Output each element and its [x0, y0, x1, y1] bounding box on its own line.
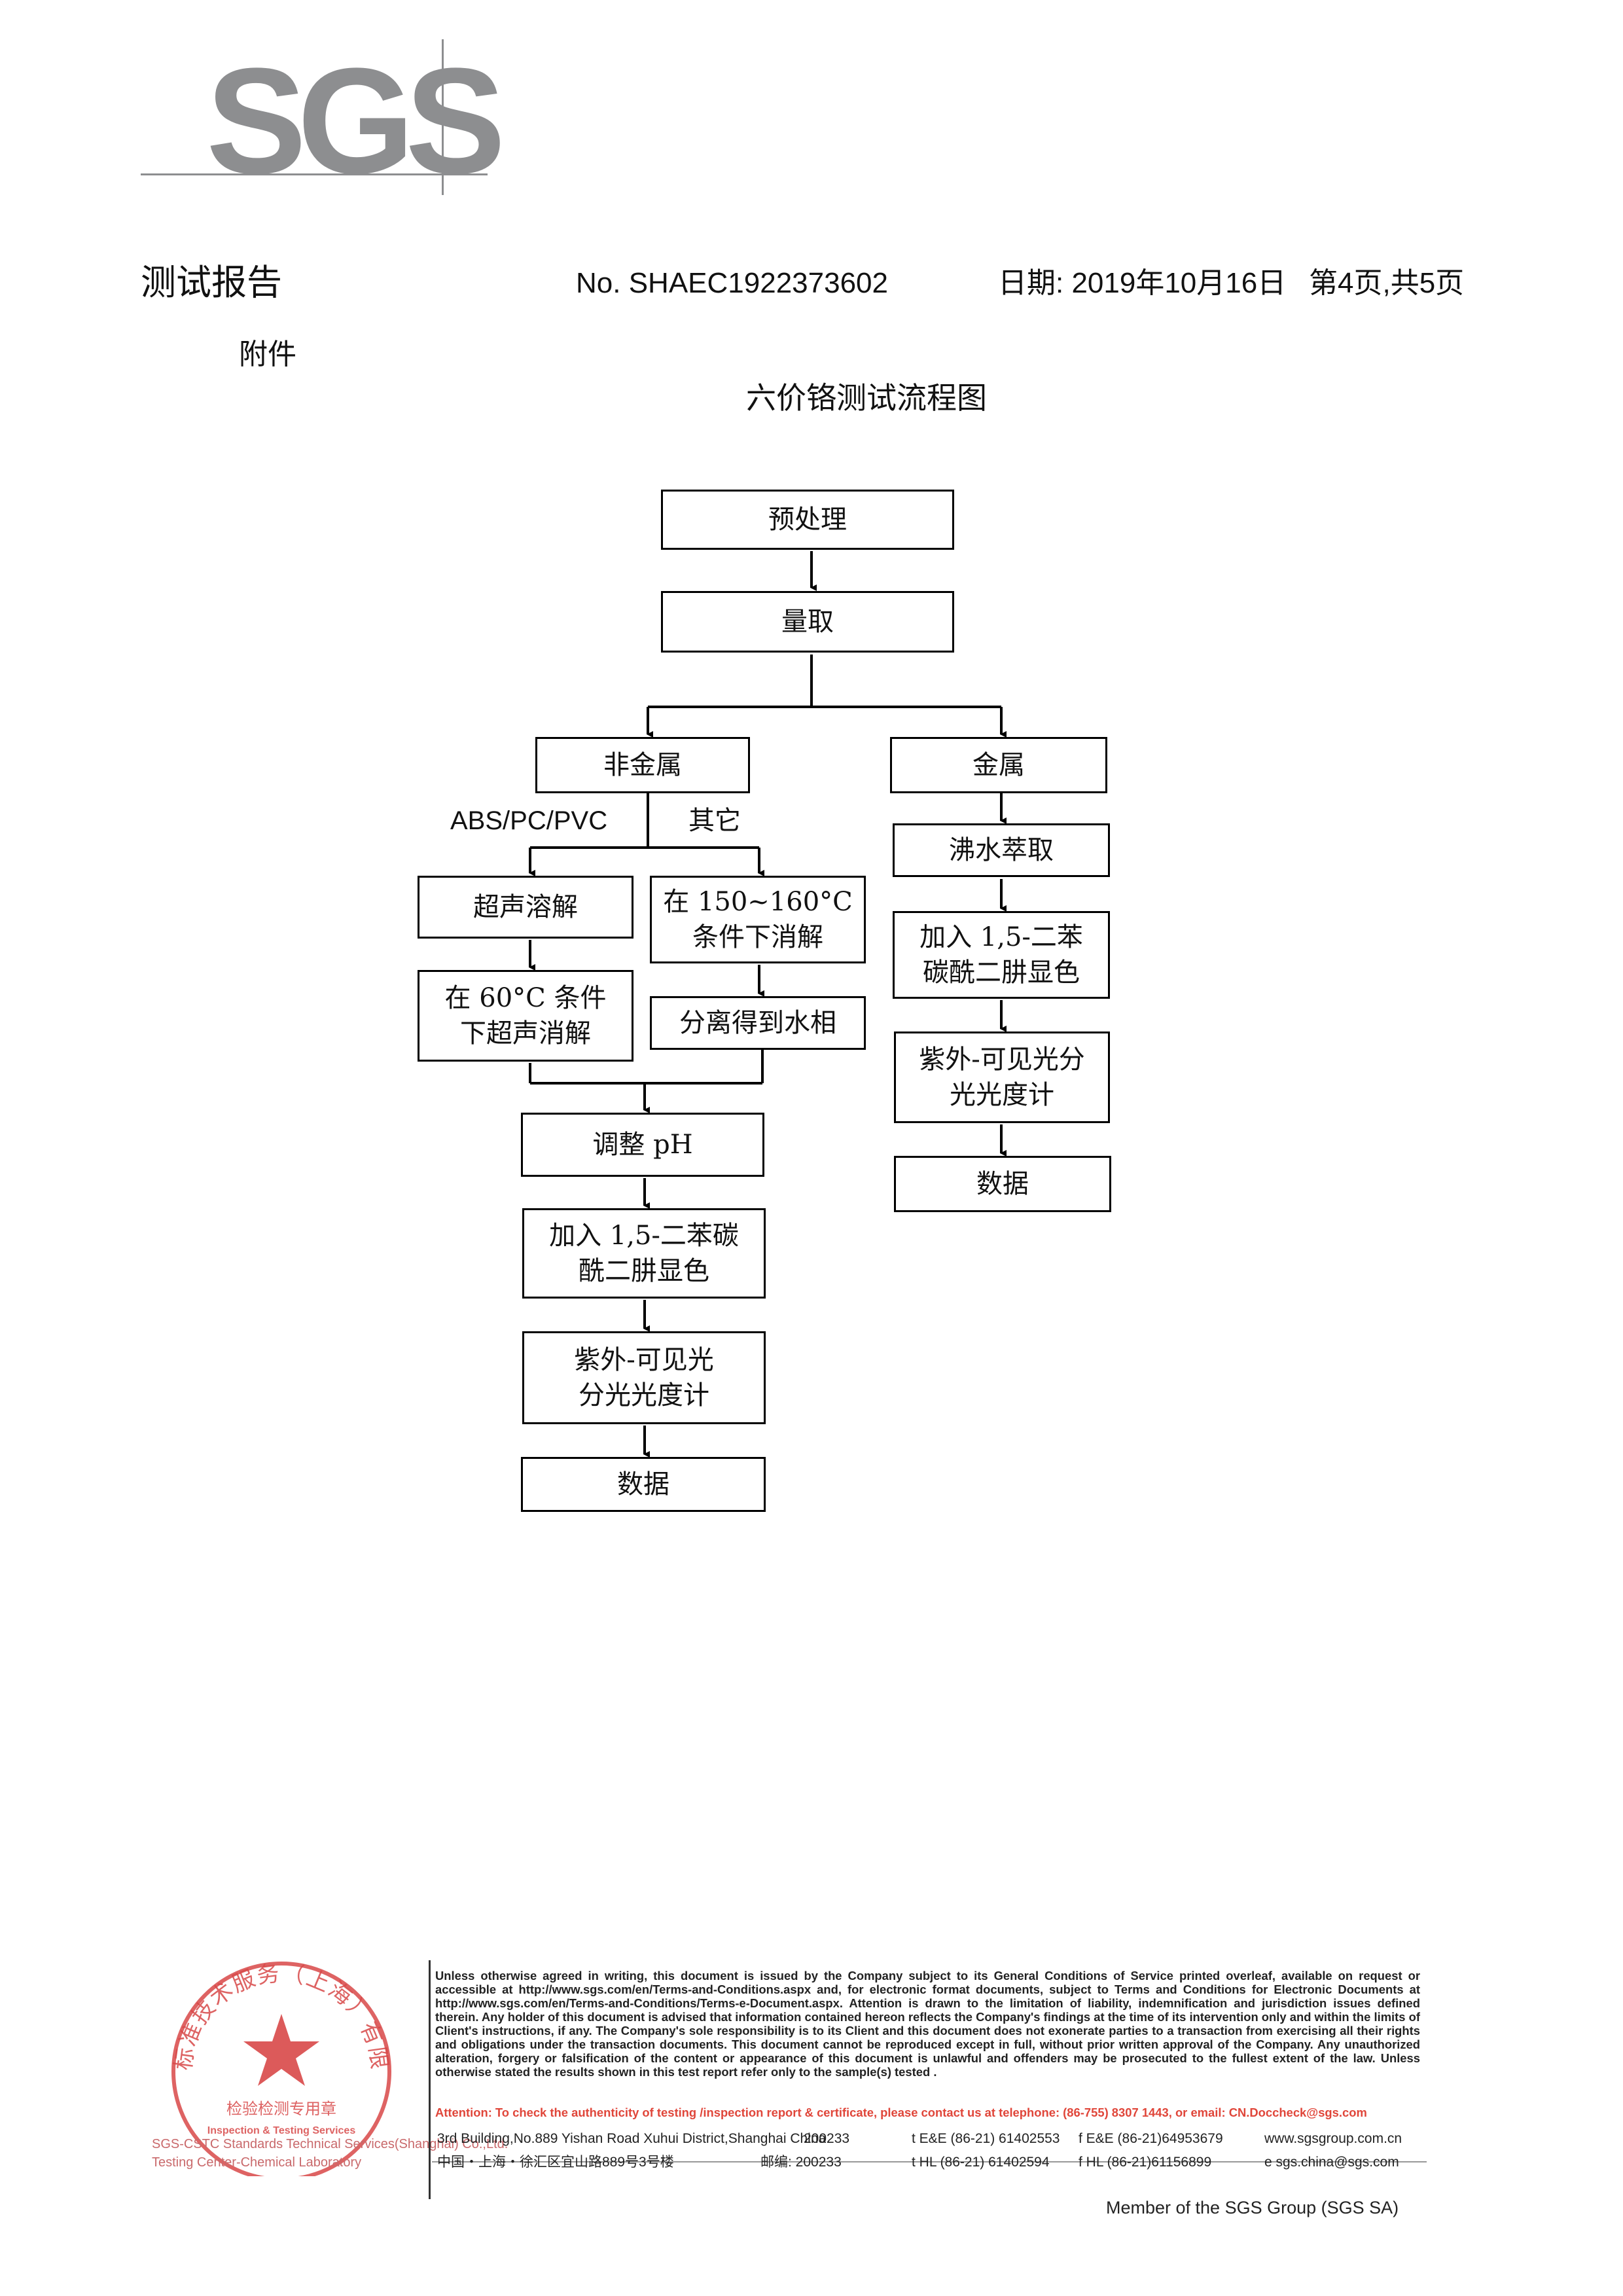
box-uv-left-line2: 分光光度计 [579, 1380, 709, 1410]
box-uv-right-line2: 光光度计 [950, 1080, 1054, 1110]
box-measure-label: 量取 [781, 607, 834, 637]
address-cn: 中国・上海・徐汇区宜山路889号3号楼 [437, 2155, 674, 2170]
box-separate-label: 分离得到水相 [679, 1008, 836, 1038]
box-add-dpc-right-line2: 碳酰二肼显色 [923, 958, 1080, 988]
box-digest-60: 在 60°C 条件 下超声消解 [418, 970, 633, 1062]
seal-center-cn: 检验检测专用章 [226, 2100, 336, 2118]
email: e sgs.china@sgs.com [1264, 2155, 1399, 2170]
box-data-right-label: 数据 [976, 1169, 1029, 1199]
box-nonmetal-label: 非金属 [603, 750, 682, 780]
attention-notice: Attention: To check the authenticity of … [435, 2106, 1367, 2119]
box-data-left-label: 数据 [617, 1469, 669, 1499]
fax-cn: f HL (86-21)61156899 [1079, 2155, 1212, 2170]
seal-star-icon [243, 2014, 319, 2086]
website: www.sgsgroup.com.cn [1264, 2131, 1402, 2146]
box-add-dpc-right-line1: 加入 1,5-二苯 [919, 922, 1083, 952]
box-ultrasonic: 超声溶解 [418, 876, 633, 939]
seal-company-lines: SGS-CSTC Standards Technical Services(Sh… [152, 2135, 508, 2172]
box-uv-right: 紫外-可见光分 光光度计 [894, 1031, 1110, 1123]
box-add-dpc-left: 加入 1,5-二苯碳 酰二肼显色 [522, 1208, 766, 1299]
seal-company-line2: Testing Center-Chemical Laboratory [152, 2155, 362, 2170]
attachment-label: 附件 [239, 338, 296, 371]
box-adjust-ph-label: 调整 pH [592, 1130, 693, 1160]
box-add-dpc-left-line1: 加入 1,5-二苯碳 [549, 1221, 739, 1251]
zip-en: 200233 [804, 2131, 850, 2146]
sgs-logo-text: SGS [206, 37, 506, 205]
tel-en: t E&E (86-21) 61402553 [912, 2131, 1060, 2146]
sgs-logo: SGS [141, 39, 506, 196]
box-pretreat: 预处理 [661, 490, 954, 550]
box-digest-150: 在 150~160°C 条件下消解 [650, 876, 866, 963]
report-title: 测试报告 [141, 262, 282, 303]
box-boil-label: 沸水萃取 [949, 835, 1054, 865]
fax-en: f E&E (86-21)64953679 [1079, 2131, 1223, 2146]
page-indicator: 第4页,共5页 [1309, 267, 1465, 299]
box-uv-left-line1: 紫外-可见光 [574, 1345, 714, 1375]
address-en: 3rd Building,No.889 Yishan Road Xuhui Di… [437, 2131, 827, 2146]
zip-cn: 邮编: 200233 [760, 2155, 842, 2170]
box-data-left: 数据 [521, 1457, 766, 1512]
box-digest-60-line2: 下超声消解 [460, 1018, 591, 1049]
label-other: 其它 [688, 806, 741, 836]
report-number: No. SHAEC1922373602 [576, 267, 888, 299]
terms-disclaimer: Unless otherwise agreed in writing, this… [435, 1969, 1420, 2079]
box-uv-left: 紫外-可见光 分光光度计 [522, 1331, 766, 1424]
box-add-dpc-left-line2: 酰二肼显色 [579, 1256, 709, 1286]
box-metal-label: 金属 [972, 750, 1025, 780]
box-separate: 分离得到水相 [650, 996, 866, 1050]
box-boil: 沸水萃取 [893, 823, 1110, 877]
logo-underline [141, 173, 488, 175]
box-pretreat-label: 预处理 [768, 505, 847, 535]
box-adjust-ph: 调整 pH [521, 1113, 764, 1177]
box-data-right: 数据 [894, 1156, 1111, 1212]
label-abs-pc-pvc: ABS/PC/PVC [450, 806, 608, 835]
box-digest-150-line2: 条件下消解 [692, 922, 823, 952]
flowchart-title: 六价铬测试流程图 [746, 380, 987, 416]
box-measure: 量取 [661, 591, 954, 653]
box-digest-150-line1: 在 150~160°C [663, 887, 853, 917]
seal-center-en: Inspection & Testing Services [207, 2125, 356, 2136]
seal-company-line1: SGS-CSTC Standards Technical Services(Sh… [152, 2137, 508, 2151]
box-ultrasonic-label: 超声溶解 [473, 892, 578, 922]
footer-rule [432, 2161, 1427, 2162]
box-nonmetal: 非金属 [535, 737, 750, 793]
box-uv-right-line1: 紫外-可见光分 [919, 1045, 1085, 1075]
tel-cn: t HL (86-21) 61402594 [912, 2155, 1050, 2170]
box-digest-60-line1: 在 60°C 条件 [444, 983, 607, 1013]
box-add-dpc-right: 加入 1,5-二苯 碳酰二肼显色 [893, 911, 1110, 999]
sgs-member-line: Member of the SGS Group (SGS SA) [1106, 2198, 1399, 2217]
logo-divider [442, 39, 444, 195]
box-metal: 金属 [890, 737, 1107, 793]
company-seal: 通标标准技术服务（上海）有限公司 检验检测专用章 Inspection & Te… [151, 1954, 391, 2176]
footer-divider [429, 1960, 431, 2199]
report-date: 日期: 2019年10月16日 [998, 267, 1287, 299]
